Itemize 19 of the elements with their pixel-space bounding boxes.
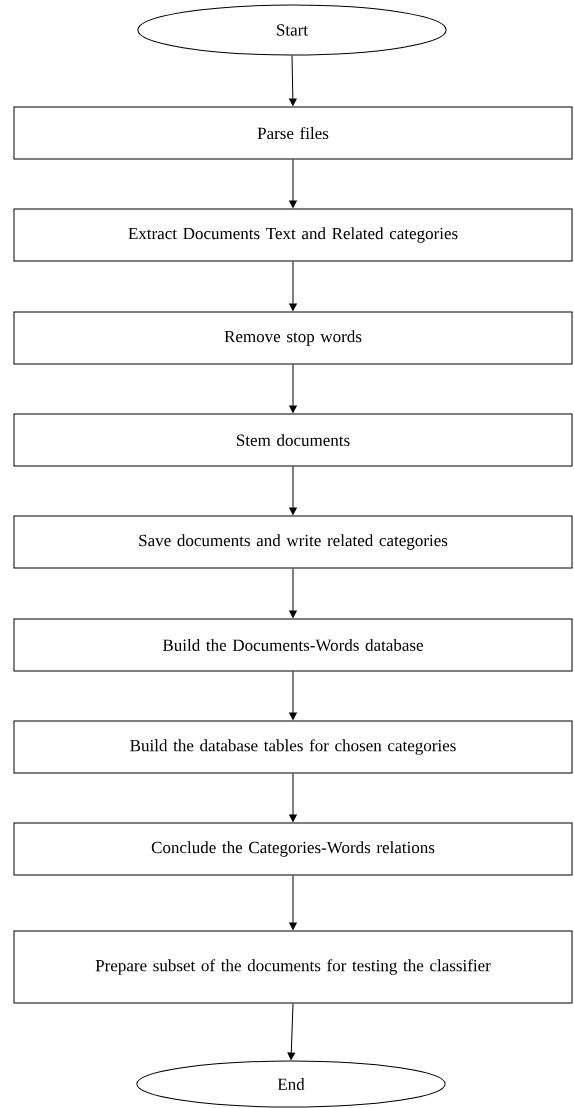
process-box: Build the database tables for chosen categories xyxy=(13,720,573,774)
arrow xyxy=(289,875,297,930)
process-box: Parse files xyxy=(13,106,573,160)
process-box: Remove stop words xyxy=(13,311,573,365)
arrow xyxy=(289,773,297,822)
process-box: Conclude the Categories-Words relations xyxy=(13,822,573,876)
arrow xyxy=(287,1003,296,1060)
arrow xyxy=(289,55,297,106)
process-box: Prepare subset of the documents for testing the classifier xyxy=(13,930,573,1004)
process-box: Save documents and write related categories xyxy=(13,515,573,569)
process-box: Stem documents xyxy=(13,413,573,467)
arrow xyxy=(289,364,297,413)
process-box: Build the Documents-Words database xyxy=(13,618,573,672)
arrow xyxy=(289,466,297,515)
process-box: Extract Documents Text and Related categories xyxy=(13,208,573,262)
arrow xyxy=(289,568,297,618)
arrow xyxy=(289,159,297,208)
arrow xyxy=(289,261,297,311)
arrow xyxy=(289,671,297,720)
